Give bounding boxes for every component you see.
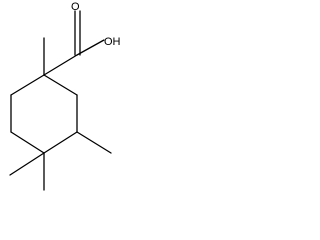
ring-bond-c1-c2 [43, 74, 78, 96]
carbonyl-oxygen-label: O [71, 1, 80, 13]
ring-bond-c4-c5 [10, 131, 45, 154]
structure-diagram: O OH [9, 1, 121, 191]
methyl-bond-c3 [76, 131, 112, 154]
hydroxyl-label: OH [104, 36, 121, 48]
ring-bond-c3-c4 [43, 131, 78, 154]
carboxyl-bond-c1 [43, 54, 78, 76]
ring-bond-c6-c1 [10, 74, 45, 96]
methyl-bond-c4-b [9, 152, 45, 176]
hydroxyl-bond [76, 39, 105, 56]
